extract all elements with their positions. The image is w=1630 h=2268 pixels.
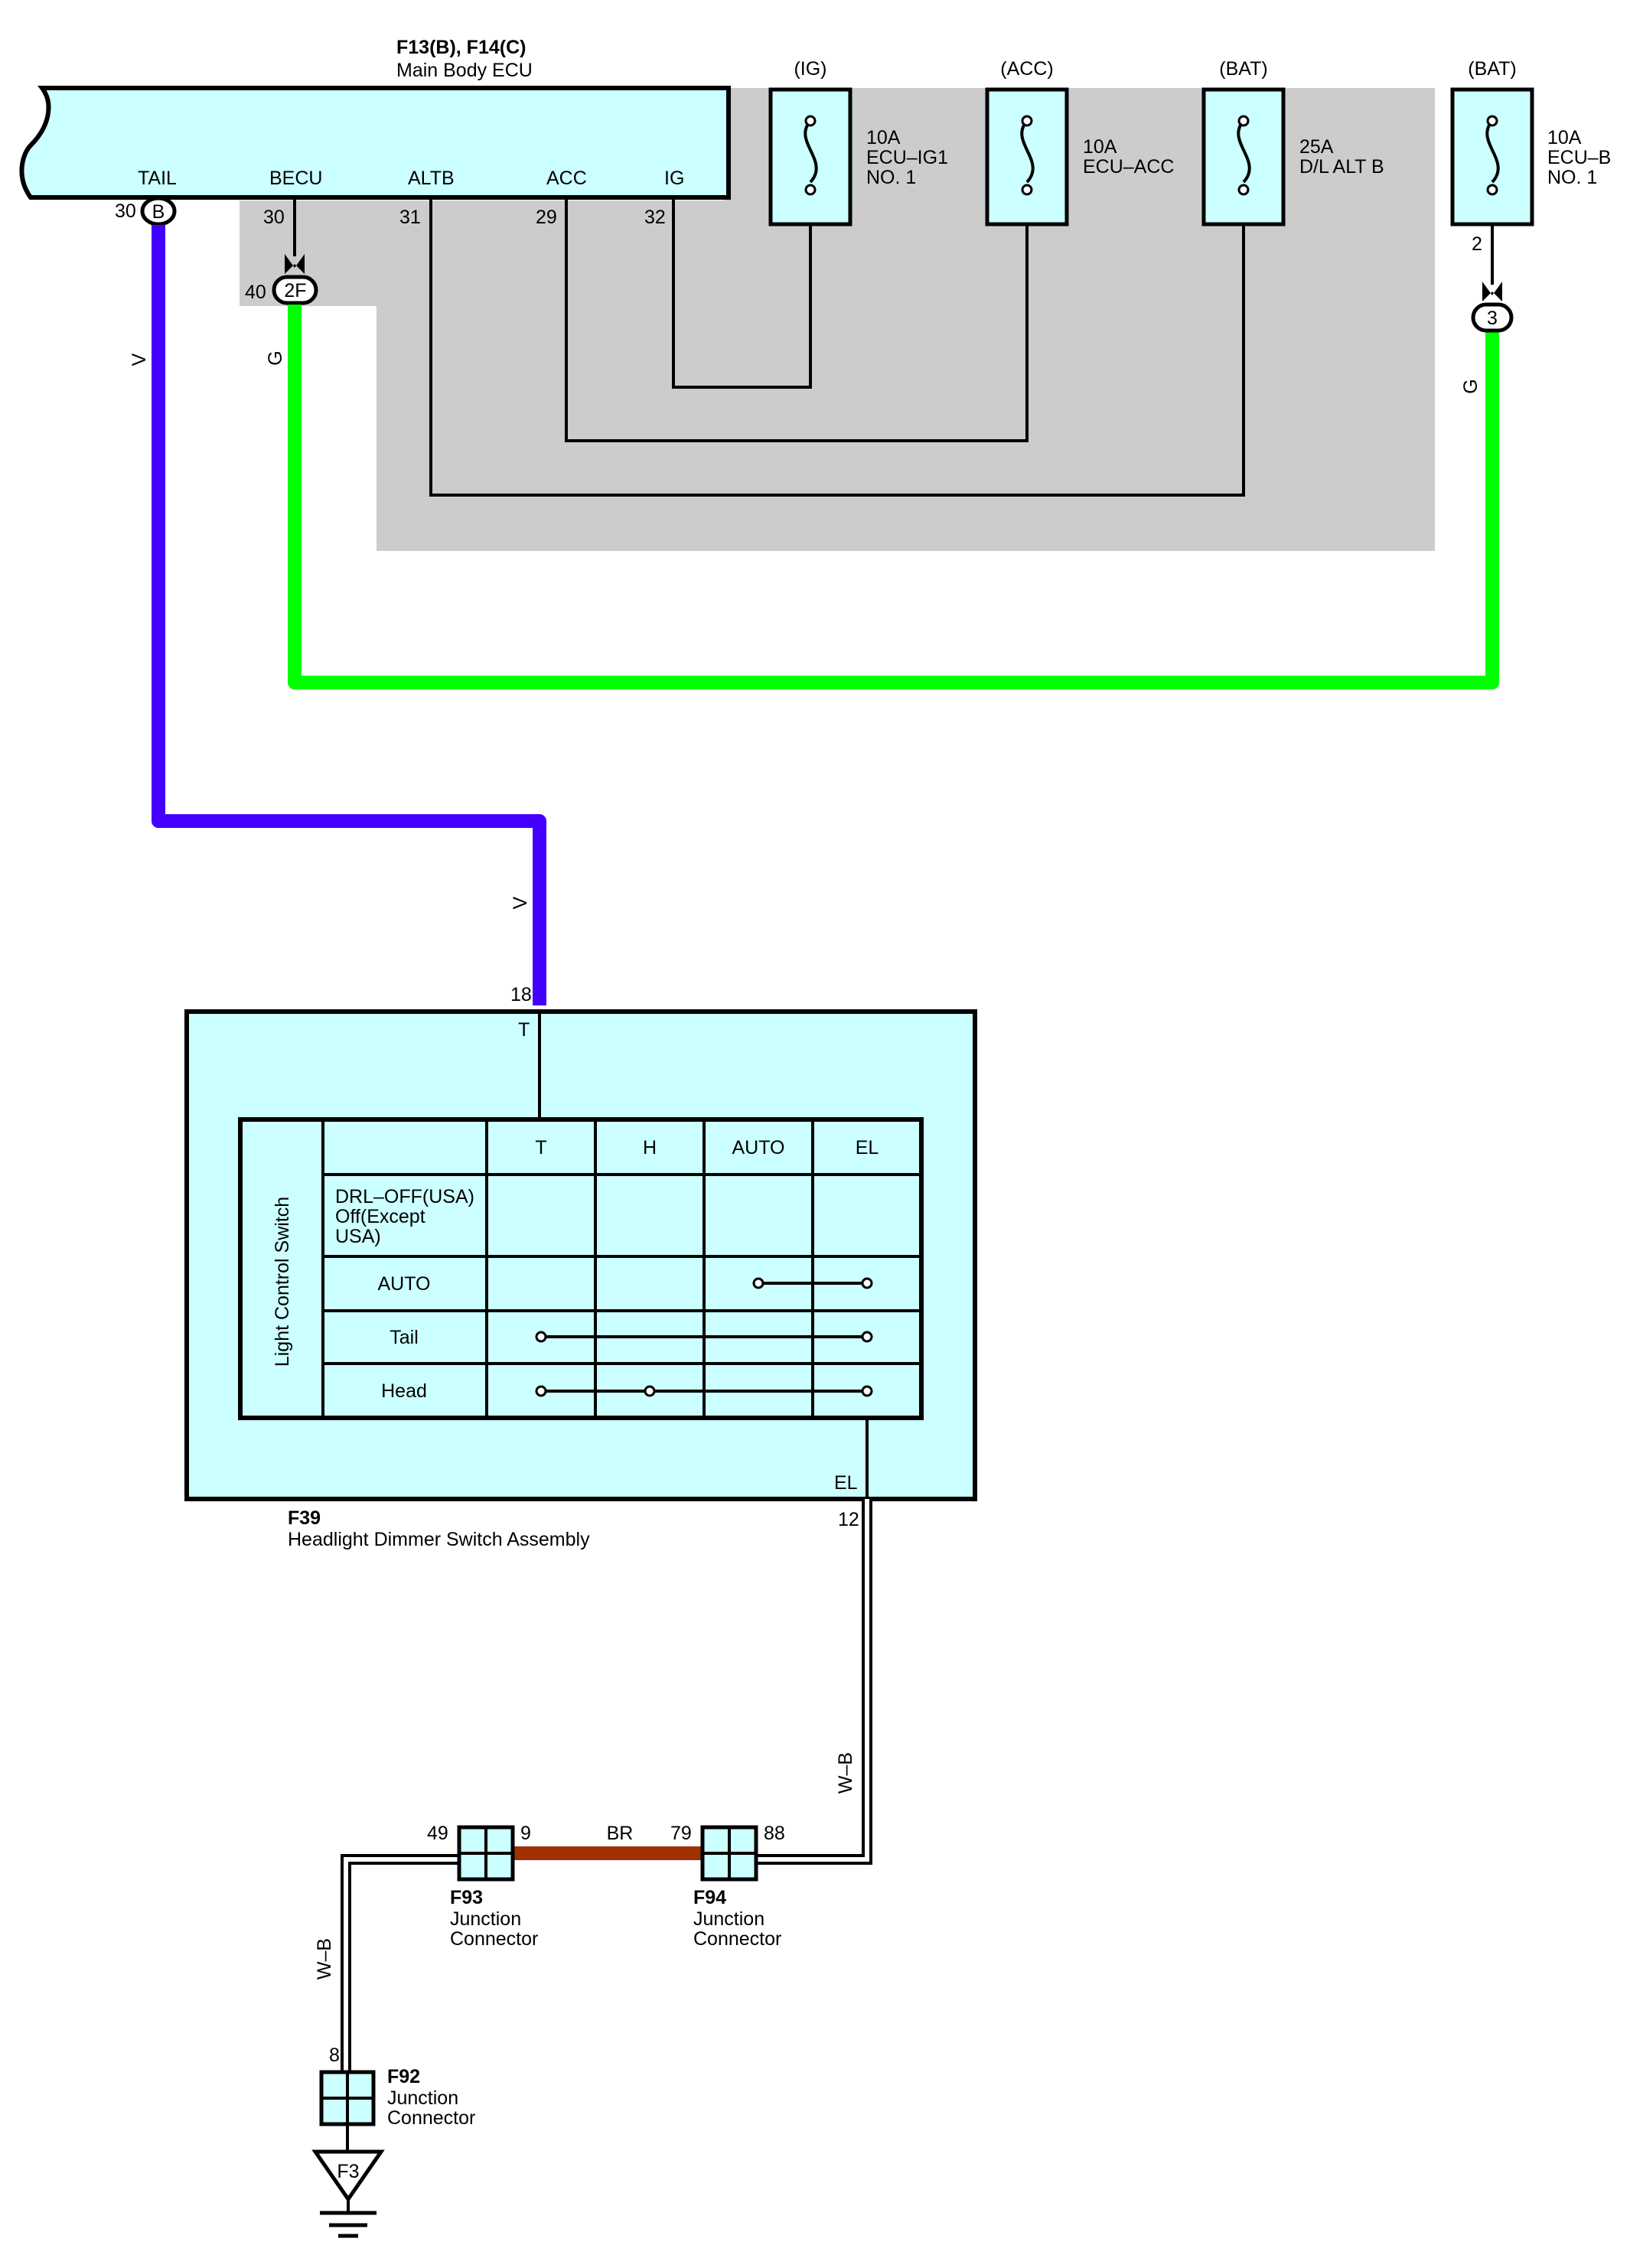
junction-2f-label: 2F — [284, 280, 306, 301]
column-header-auto: AUTO — [732, 1137, 785, 1158]
wire-color-tail: V — [129, 353, 150, 366]
switch-output-pin-number: 12 — [838, 1509, 859, 1530]
fuse-altb-source: (BAT) — [1219, 58, 1267, 80]
wire-altb — [429, 191, 1245, 497]
junction-f93-pin-left: 49 — [427, 1823, 448, 1844]
junction-f93 — [457, 1825, 515, 1882]
pin-number-ig: 32 — [644, 207, 666, 228]
tail-connector: B — [140, 196, 177, 226]
wire-color-ground-left: W–B — [314, 1938, 335, 1980]
junction-f94-line2: Connector — [693, 1928, 781, 1950]
column-header-el: EL — [856, 1137, 879, 1158]
pin-number-tail: 30 — [115, 200, 136, 222]
pin-label-altb: ALTB — [408, 168, 455, 189]
wire-color-link: BR — [607, 1823, 634, 1844]
wire-wb-right — [757, 1499, 872, 1865]
ground-label: F3 — [337, 2161, 359, 2182]
switch-code: F39 — [288, 1507, 321, 1529]
wire-green — [288, 305, 1499, 689]
pin-number-altb: 31 — [399, 207, 421, 228]
fuse-altb-name: D/L ALT B — [1299, 156, 1384, 178]
junction-2f: 2F — [272, 275, 318, 305]
row-label-auto: AUTO — [378, 1273, 431, 1295]
ecu-connector-codes: F13(B), F14(C) — [396, 37, 526, 58]
wire-wb-left — [341, 1854, 459, 2074]
junction-3-number: 2 — [1472, 233, 1482, 255]
wire-color-switch-t: V — [510, 896, 531, 909]
fuse-acc-source: (ACC) — [1000, 58, 1053, 80]
ecu-name: Main Body ECU — [396, 60, 533, 81]
junction-f93-code: F93 — [450, 1887, 483, 1908]
switch-output-pin-label: EL — [834, 1472, 858, 1494]
junction-f94-pin-left: 79 — [670, 1823, 692, 1844]
arrow-ecub — [1482, 282, 1502, 301]
pin-label-ig: IG — [664, 168, 684, 189]
pin-label-tail: TAIL — [138, 168, 177, 189]
junction-f92 — [319, 2070, 376, 2126]
fuse-ecu-acc: (ACC) 10A ECU–ACC — [985, 58, 1174, 226]
wire-violet-tail — [152, 225, 546, 1005]
contact-auto-row — [752, 1277, 873, 1289]
junction-f94-code: F94 — [693, 1887, 726, 1908]
junction-2f-number: 40 — [245, 282, 266, 303]
fuse-ecub-rating: 10A — [1547, 127, 1582, 148]
pin-number-becu: 30 — [263, 207, 285, 228]
pin-label-becu: BECU — [269, 168, 322, 189]
junction-f93-line2: Connector — [450, 1928, 538, 1950]
fuse-altb-rating: 25A — [1299, 136, 1334, 158]
fuse-ig-rating: 10A — [866, 127, 901, 148]
wire-ig — [672, 191, 812, 389]
shaded-area — [240, 88, 1435, 551]
wire-color-becu: G — [265, 350, 286, 365]
fuse-acc-rating: 10A — [1083, 136, 1117, 158]
junction-f92-line2: Connector — [387, 2107, 475, 2129]
arrow-becu — [285, 254, 305, 274]
headlight-dimmer-switch: 18 T Light Control Switch T H AUTO EL DR… — [184, 984, 977, 1501]
wire-color-ground-right: W–B — [835, 1752, 856, 1794]
fuse-ecub-source: (BAT) — [1468, 58, 1516, 80]
column-header-t: T — [535, 1137, 546, 1158]
row-label-drl-off-line2: Off(Except — [335, 1206, 425, 1227]
tail-connector-label: B — [152, 201, 165, 223]
junction-f94 — [700, 1825, 758, 1882]
fuse-ig-source: (IG) — [794, 58, 826, 80]
fuse-ecu-ig1: (IG) 10A ECU–IG1 NO. 1 — [768, 58, 948, 226]
row-label-drl-off-line3: USA) — [335, 1226, 381, 1247]
fuse-dl-alt-b: (BAT) 25A D/L ALT B — [1201, 58, 1384, 226]
junction-3: 3 — [1471, 302, 1514, 333]
junction-3-label: 3 — [1487, 308, 1498, 329]
fuse-ecub-name2: NO. 1 — [1547, 167, 1597, 188]
switch-table-title: Light Control Switch — [272, 1197, 293, 1367]
junction-f94-line1: Junction — [693, 1908, 764, 1930]
junction-f92-code: F92 — [387, 2066, 420, 2087]
fuse-ig-name: ECU–IG1 — [866, 147, 948, 168]
switch-name: Headlight Dimmer Switch Assembly — [288, 1529, 590, 1550]
fuse-acc-name: ECU–ACC — [1083, 156, 1174, 178]
wire-color-ecub: G — [1460, 379, 1482, 393]
switch-input-pin-label: T — [518, 1019, 530, 1041]
row-label-tail: Tail — [390, 1327, 419, 1348]
ground-symbol: F3 — [311, 2124, 385, 2238]
junction-f93-pin-right: 9 — [520, 1823, 531, 1844]
junction-f92-pin-top: 8 — [329, 2045, 340, 2066]
main-body-ecu: F13(B), F14(C) Main Body ECU TAIL BECU A… — [19, 37, 731, 200]
junction-f93-line1: Junction — [450, 1908, 521, 1930]
fuse-ecu-b: (BAT) 10A ECU–B NO. 1 — [1450, 58, 1611, 226]
wire-acc — [565, 191, 1029, 442]
switch-input-pin-number: 18 — [510, 984, 532, 1005]
contact-head-row — [535, 1385, 873, 1397]
fuse-ecub-name: ECU–B — [1547, 147, 1611, 168]
row-label-drl-off: DRL–OFF(USA) — [335, 1186, 474, 1207]
fuse-ig-name2: NO. 1 — [866, 167, 916, 188]
junction-f92-line1: Junction — [387, 2087, 458, 2109]
column-header-h: H — [643, 1137, 657, 1158]
pin-label-acc: ACC — [546, 168, 587, 189]
row-label-head: Head — [381, 1380, 427, 1402]
pin-number-acc: 29 — [536, 207, 557, 228]
junction-f94-pin-right: 88 — [764, 1823, 785, 1844]
contact-tail-row — [535, 1331, 873, 1343]
